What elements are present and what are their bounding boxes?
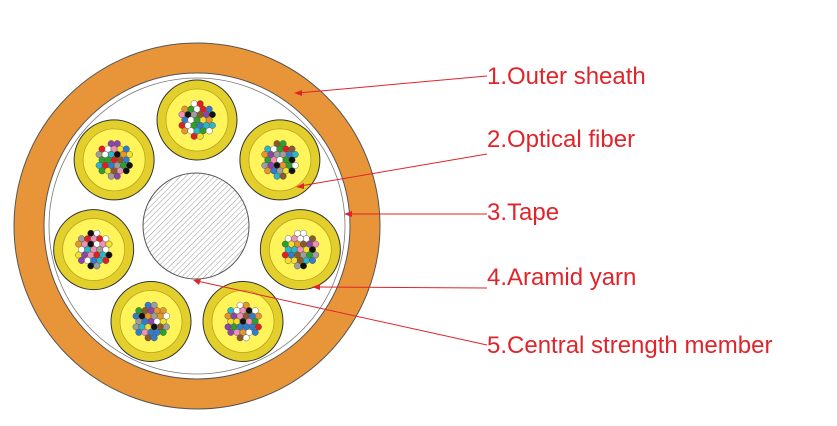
optical-fiber-strand [105,240,113,248]
optical-fiber-strand [309,257,316,264]
optical-fiber-strand [196,132,204,140]
optical-fiber-strand [78,257,85,264]
optical-fiber-strand [273,172,281,180]
optical-fiber-strand [107,172,115,180]
label-tape: 3.Tape [487,199,560,226]
optical-fiber-strand [279,172,287,180]
optical-fiber-strand [126,161,133,169]
optical-fiber-strand [159,318,167,325]
optical-fiber-strand [190,132,198,140]
optical-fiber-strand [227,328,235,336]
optical-fiber-strand [254,323,262,331]
leader-line-central-strength-member [196,280,488,346]
optical-fiber-strand [98,167,106,175]
label-outer-sheath: 1.Outer sheath [487,63,646,90]
optical-fiber-strand [309,246,316,254]
optical-fiber-strand [264,167,272,175]
optical-fiber-strand [205,116,213,124]
arrowhead-aramid-yarn [312,284,320,290]
optical-fiber-strand [196,100,204,108]
arrowhead-outer-sheath [294,90,302,96]
tape-inner-line [48,77,346,375]
optical-fiber-strand [251,328,259,336]
optical-fiber-strand [181,127,189,135]
leader-lines [193,75,488,346]
optical-fiber-strand [122,156,130,164]
sub-unit-tube [259,209,341,291]
arrowhead-tape [344,211,352,217]
optical-fiber-strand [254,312,262,320]
optical-fiber-strand [291,151,299,158]
optical-fiber-strand [135,328,143,336]
label-optical-fiber: 2.Optical fiber [487,126,636,153]
optical-fiber-strand [162,312,170,320]
optical-fiber-strand [312,240,320,248]
sub-unit-tubes [53,79,341,363]
sub-unit-tube [73,119,155,201]
optical-fiber-strand [205,105,213,113]
optical-fiber-strand [300,262,307,270]
optical-fiber-strand [236,334,244,342]
sub-unit-tube [53,209,135,291]
optical-fiber-strand [102,257,110,264]
optical-fiber-strand [242,301,250,309]
leader-line-optical-fiber [299,153,488,187]
optical-fiber-strand [102,235,110,243]
leader-line-aramid-yarn [315,286,488,289]
optical-fiber-strand [144,334,152,342]
optical-fiber-strand [105,251,113,259]
optical-fiber-strand [159,307,167,314]
optical-fiber-strand [159,328,167,336]
optical-fiber-strand [294,262,301,270]
optical-fiber-strand [242,334,250,342]
optical-fiber-strand [312,251,320,259]
optical-fiber-strand [122,145,130,153]
optical-fiber-strand [162,323,170,331]
optical-fiber-strand [208,111,216,119]
optical-fiber-strand [93,229,101,237]
optical-fiber-strand [102,246,110,254]
optical-fiber-strand [291,161,299,169]
sub-unit-tube [110,281,192,363]
optical-fiber-strand [288,145,296,153]
optical-fiber-strand [284,257,292,264]
optical-fiber-strand [150,301,158,309]
optical-fiber-strand [251,318,259,325]
optical-fiber-strand [309,235,316,243]
optical-fiber-strand [205,127,213,135]
optical-fiber-strand [251,307,259,314]
sub-unit-tube [156,79,238,161]
optical-fiber-strand [288,156,296,164]
optical-fiber-strand [87,262,95,270]
central-strength-member [142,172,250,280]
optical-fiber-strand [93,262,101,270]
optical-fiber-strand [150,334,158,342]
label-aramid-yarn: 4.Aramid yarn [487,264,637,291]
sub-unit-tube [239,119,321,201]
leader-line-outer-sheath [297,75,488,94]
sub-unit-tube [202,281,284,363]
optical-fiber-strand [279,140,287,148]
optical-fiber-strand [113,172,121,180]
label-central-strength-member: 5.Central strength member [487,332,773,359]
optical-fiber-strand [288,167,296,175]
arrowhead-central-strength-member [193,279,201,285]
arrowhead-optical-fiber [296,183,304,189]
optical-fiber-strand [122,167,130,175]
optical-fiber-strand [300,229,307,237]
optical-fiber-strand [208,122,216,129]
optical-fiber-strand [113,140,121,148]
optical-fiber-strand [126,151,133,158]
